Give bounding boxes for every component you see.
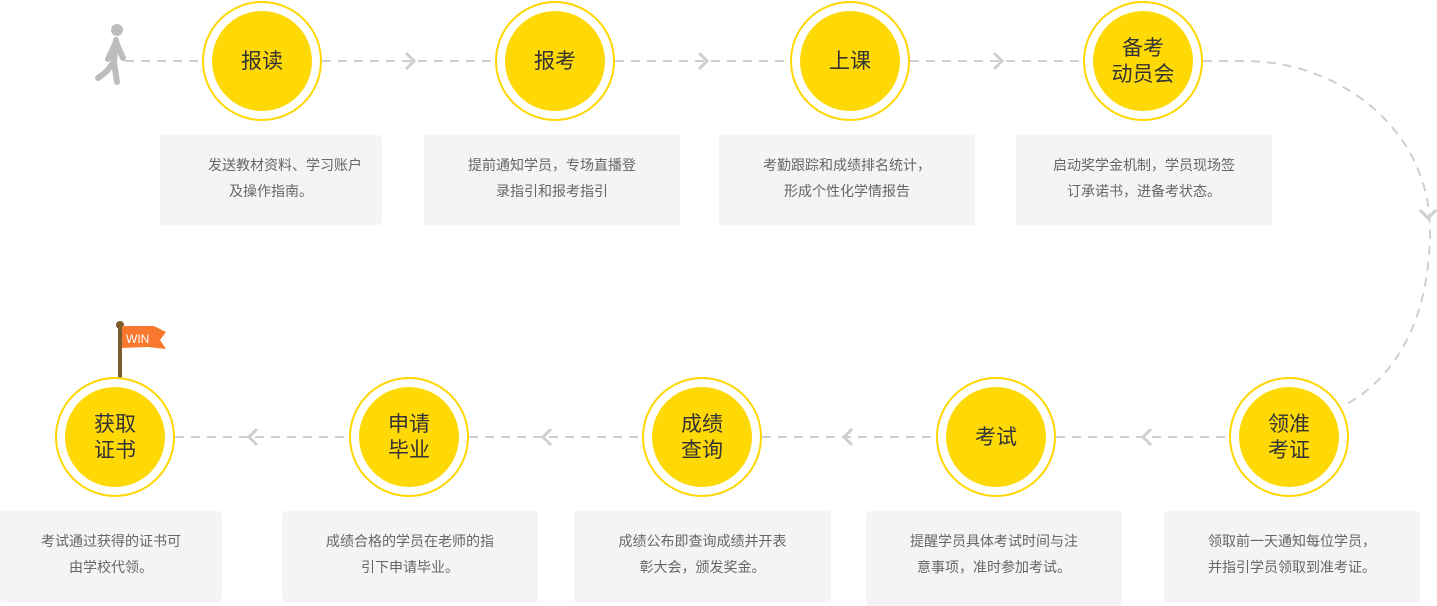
step-title: 领准: [1268, 412, 1310, 436]
arrow-left-icon: [841, 427, 854, 447]
step-desc-box: 考试通过获得的证书可由学校代领。: [0, 511, 222, 602]
step-desc-box: 发送教材资料、学习账户及操作指南。: [160, 135, 382, 225]
step-desc-box: 提前通知学员，专场直播登录指引和报考指引: [424, 135, 680, 225]
desc-line: 成绩合格的学员在老师的指: [326, 534, 494, 550]
desc-line: 订承诺书，进备考状态。: [1067, 184, 1221, 200]
step-title: 证书: [94, 438, 136, 462]
desc-line: 形成个性化学情报告: [784, 184, 910, 200]
step-baodu: 报读: [202, 1, 322, 121]
desc-line: 意事项，准时参加考试。: [917, 560, 1071, 576]
step-title: 报考: [534, 49, 576, 73]
desc-line: 提前通知学员，专场直播登: [468, 158, 636, 174]
step-desc-box: 启动奖学金机制，学员现场签订承诺书，进备考状态。: [1016, 135, 1272, 225]
desc-line: 领取前一天通知每位学员，: [1208, 534, 1376, 550]
step-desc-box: 成绩合格的学员在老师的指引下申请毕业。: [282, 511, 538, 602]
desc-line: 考试通过获得的证书可: [41, 534, 181, 550]
step-title: 考试: [975, 425, 1017, 449]
step-desc-box: 领取前一天通知每位学员， 并指引学员领取到准考证。: [1164, 511, 1420, 602]
desc-line: 提醒学员具体考试时间与注: [910, 534, 1078, 550]
arrow-left-icon: [246, 427, 259, 447]
step-certificate: 获取证书: [55, 377, 175, 497]
desc-line: 由学校代领。: [69, 560, 153, 576]
step-desc-box: 考勤跟踪和成绩排名统计， 形成个性化学情报告: [719, 135, 975, 225]
desc-line: 考勤跟踪和成绩排名统计，: [763, 158, 931, 174]
step-title: 报读: [241, 49, 283, 73]
step-baokao: 报考: [495, 1, 615, 121]
step-title: 毕业: [388, 438, 430, 462]
desc-line: 及操作指南。: [229, 184, 313, 200]
step-shangke: 上课: [790, 1, 910, 121]
step-desc-box: 成绩公布即查询成绩并开表彰大会，颁发奖金。: [574, 511, 831, 602]
desc-line: 引下申请毕业。: [361, 560, 459, 576]
desc-line: 成绩公布即查询成绩并开表: [618, 534, 787, 550]
step-title: 成绩: [681, 412, 723, 436]
step-desc-box: 提醒学员具体考试时间与注意事项，准时参加考试。: [866, 511, 1122, 606]
arrow-down-icon: [1418, 208, 1437, 221]
arrow-right-icon: [404, 51, 417, 71]
arrow-left-icon: [540, 427, 553, 447]
step-title: 备考: [1122, 36, 1164, 60]
step-title: 考证: [1268, 438, 1310, 462]
step-title: 获取: [94, 412, 136, 436]
arrow-left-icon: [1140, 427, 1153, 447]
win-flag-icon: WIN: [116, 321, 166, 378]
desc-line: 录指引和报考指引: [496, 184, 608, 200]
desc-line: 并指引学员领取到准考证。: [1208, 560, 1376, 576]
walking-person-icon: [95, 24, 126, 85]
step-beikao: 备考动员会: [1083, 1, 1203, 121]
step-score-query: 成绩查询: [642, 377, 762, 497]
step-exam: 考试: [936, 377, 1056, 497]
arrow-right-icon: [992, 51, 1005, 71]
step-admission-ticket: 领准考证: [1229, 377, 1349, 497]
desc-line: 启动奖学金机制，学员现场签: [1053, 158, 1235, 174]
step-title: 申请: [388, 412, 430, 436]
flag-label: WIN: [126, 332, 149, 346]
arrow-right-icon: [697, 51, 710, 71]
step-title: 动员会: [1111, 62, 1175, 86]
desc-line: 彰大会，颁发奖金。: [639, 560, 766, 576]
step-title: 查询: [681, 438, 723, 462]
step-graduation: 申请毕业: [349, 377, 469, 497]
step-title: 上课: [829, 49, 871, 73]
desc-line: 发送教材资料、学习账户: [208, 158, 362, 174]
